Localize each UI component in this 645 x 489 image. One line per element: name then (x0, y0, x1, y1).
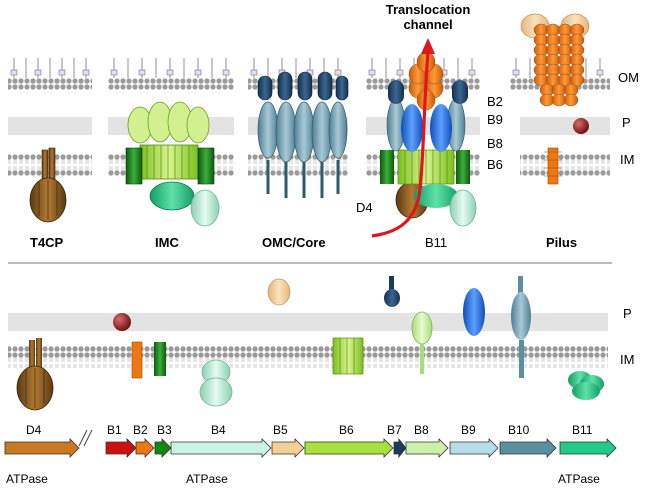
gene-arrow-b3 (154, 438, 172, 458)
b8-protein (411, 311, 433, 374)
substrate-path-arrow (371, 51, 430, 238)
layer-label-om: OM (618, 70, 639, 85)
gene-label-d4: D4 (26, 423, 42, 437)
t4cp-complex (29, 147, 67, 223)
b11-protein (568, 371, 604, 400)
b10-protein (511, 276, 531, 378)
component-label-imc: IMC (155, 235, 179, 250)
gene-arrow-b4 (170, 438, 272, 458)
assembly-label-d4: D4 (356, 200, 373, 215)
b5-protein (267, 278, 291, 306)
omc-core-complex (257, 71, 349, 198)
component-label-pilus: Pilus (546, 235, 578, 250)
gene-label-b2: B2 (133, 423, 148, 437)
imc-complex (125, 101, 220, 227)
bottom-layer-label-p: P (623, 306, 632, 321)
b7-protein (384, 276, 400, 307)
pilin-subunit (563, 93, 579, 107)
atpase-label-b11: ATPase (558, 472, 600, 486)
gene-arrow-b8 (405, 438, 449, 458)
component-label-omc-core: OMC/Core (262, 235, 326, 250)
component-label-t4cp: T4CP (30, 235, 64, 250)
b4-protein (199, 359, 233, 407)
gene-label-b8: B8 (414, 423, 429, 437)
gene-arrow-b9 (449, 438, 499, 458)
pilin-subunit (569, 73, 585, 87)
layer-label-p: P (622, 115, 631, 130)
component-label-b11: B11 (425, 235, 448, 250)
assembled-t4ss (371, 38, 477, 238)
gene-arrow-b1 (105, 438, 137, 458)
gene-label-b10: B10 (508, 423, 530, 437)
bottom-layer-label-im: IM (620, 352, 635, 367)
operon-break-mark (78, 429, 93, 447)
gene-arrow-b6 (304, 438, 394, 458)
gene-arrow-b10 (499, 438, 557, 458)
gene-label-b9: B9 (461, 423, 476, 437)
gene-arrow-b11 (559, 438, 617, 458)
gene-arrow-b2 (135, 438, 155, 458)
gene-arrow-b7 (393, 437, 407, 459)
b9-protein (463, 288, 485, 336)
assembly-label-b2: B2 (487, 94, 503, 109)
atpase-label-d4: ATPase (6, 472, 48, 486)
translocation-channel-title: Translocation channel (385, 2, 471, 32)
gene-label-b1: B1 (107, 423, 122, 437)
pilus-complex (520, 13, 590, 185)
atpase-label-b4: ATPase (186, 472, 228, 486)
substrate-arrowhead (421, 38, 435, 54)
assembly-label-b6: B6 (487, 157, 503, 172)
b1-protein (113, 313, 131, 331)
d4-protein (16, 338, 54, 411)
b2-protein (131, 341, 143, 379)
gene-label-b5: B5 (273, 423, 288, 437)
gene-label-b7: B7 (387, 423, 402, 437)
gene-label-b4: B4 (211, 423, 226, 437)
gene-label-b3: B3 (157, 423, 172, 437)
b6-protein (332, 337, 364, 375)
gene-operon-arrows (4, 437, 617, 459)
layer-label-im: IM (620, 152, 635, 167)
gene-arrow-d4 (4, 438, 80, 458)
individual-components (16, 276, 604, 411)
assembly-label-b8: B8 (487, 136, 503, 151)
assembly-label-b9: B9 (487, 112, 503, 127)
b3-protein (154, 342, 166, 376)
gene-arrow-b5 (271, 438, 305, 458)
gene-label-b6: B6 (339, 423, 354, 437)
gene-label-b11: B11 (572, 423, 593, 437)
